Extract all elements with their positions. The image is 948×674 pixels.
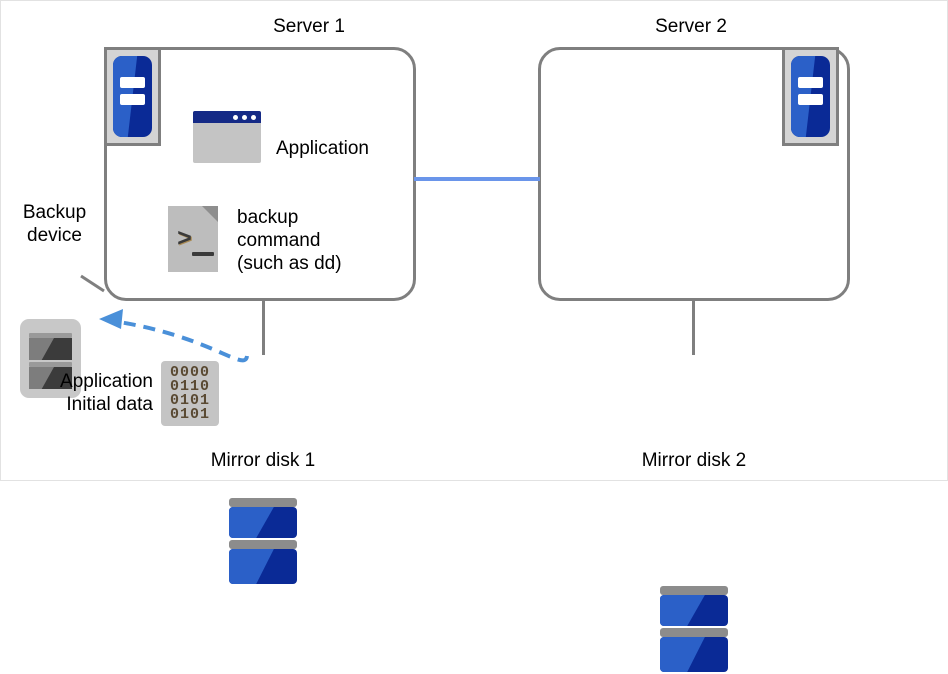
device-cap <box>28 362 73 367</box>
server1-box[interactable] <box>104 47 416 301</box>
server1-title: Server 1 <box>273 16 345 37</box>
device-segment <box>28 338 73 360</box>
disk-cap <box>229 540 297 549</box>
window-dot <box>242 114 247 120</box>
server-rack-icon <box>113 56 152 137</box>
application-label: Application <box>276 138 369 159</box>
disk-stack-icon-1 <box>229 498 297 586</box>
mirror-disk2-label: Mirror disk 2 <box>641 450 747 471</box>
dashed-arrow-head <box>99 309 123 329</box>
backup-command-label: backup command (such as dd) <box>237 207 342 274</box>
diagram-canvas: Server 1 Server 2 Application > backup c… <box>0 0 948 481</box>
tape-backup-device-icon <box>20 319 81 398</box>
prompt-glyph: > <box>177 225 193 254</box>
window-dot <box>251 114 256 120</box>
prompt-underscore <box>192 252 214 256</box>
disk-cap <box>660 586 728 595</box>
server-rack-bar <box>798 94 823 105</box>
server-rack-icon <box>791 56 830 137</box>
server-rack-bar <box>798 77 823 88</box>
page-fold-corner <box>202 206 218 222</box>
binary-row: 0101 <box>169 391 210 409</box>
backup-device-leader-line <box>80 274 105 293</box>
server2-disk-connector <box>692 301 695 355</box>
device-cap <box>28 333 73 338</box>
window-dot <box>233 114 238 120</box>
server1-disk-connector <box>262 301 265 355</box>
disk-cap <box>660 628 728 637</box>
disk-stack-icon-2 <box>660 586 728 674</box>
disk-body <box>660 637 728 672</box>
disk-cap <box>229 498 297 507</box>
window-titlebar <box>193 111 261 123</box>
binary-row: 0000 <box>169 363 210 381</box>
backup-device-label: Backup device <box>22 202 87 246</box>
application-initial-data-block: 0000 0110 0101 0101 <box>161 361 219 426</box>
application-window-icon <box>193 111 261 163</box>
server-rack-bar <box>120 77 145 88</box>
script-terminal-icon: > <box>168 206 218 272</box>
server2-badge <box>782 47 839 146</box>
server1-badge <box>104 47 161 146</box>
server-interconnect-line <box>414 177 540 181</box>
mirror-disk1-label: Mirror disk 1 <box>210 450 316 471</box>
application-initial-data-label: Application Initial data <box>60 371 153 415</box>
binary-row: 0110 <box>169 377 210 395</box>
server2-title: Server 2 <box>655 16 727 37</box>
server2-box[interactable] <box>538 47 850 301</box>
disk-body <box>229 507 297 538</box>
device-segment <box>28 367 73 389</box>
binary-row: 0101 <box>169 405 210 423</box>
dashed-arrow-left-icon <box>112 319 249 363</box>
disk-body <box>660 595 728 626</box>
disk-body <box>229 549 297 584</box>
server-rack-bar <box>120 94 145 105</box>
